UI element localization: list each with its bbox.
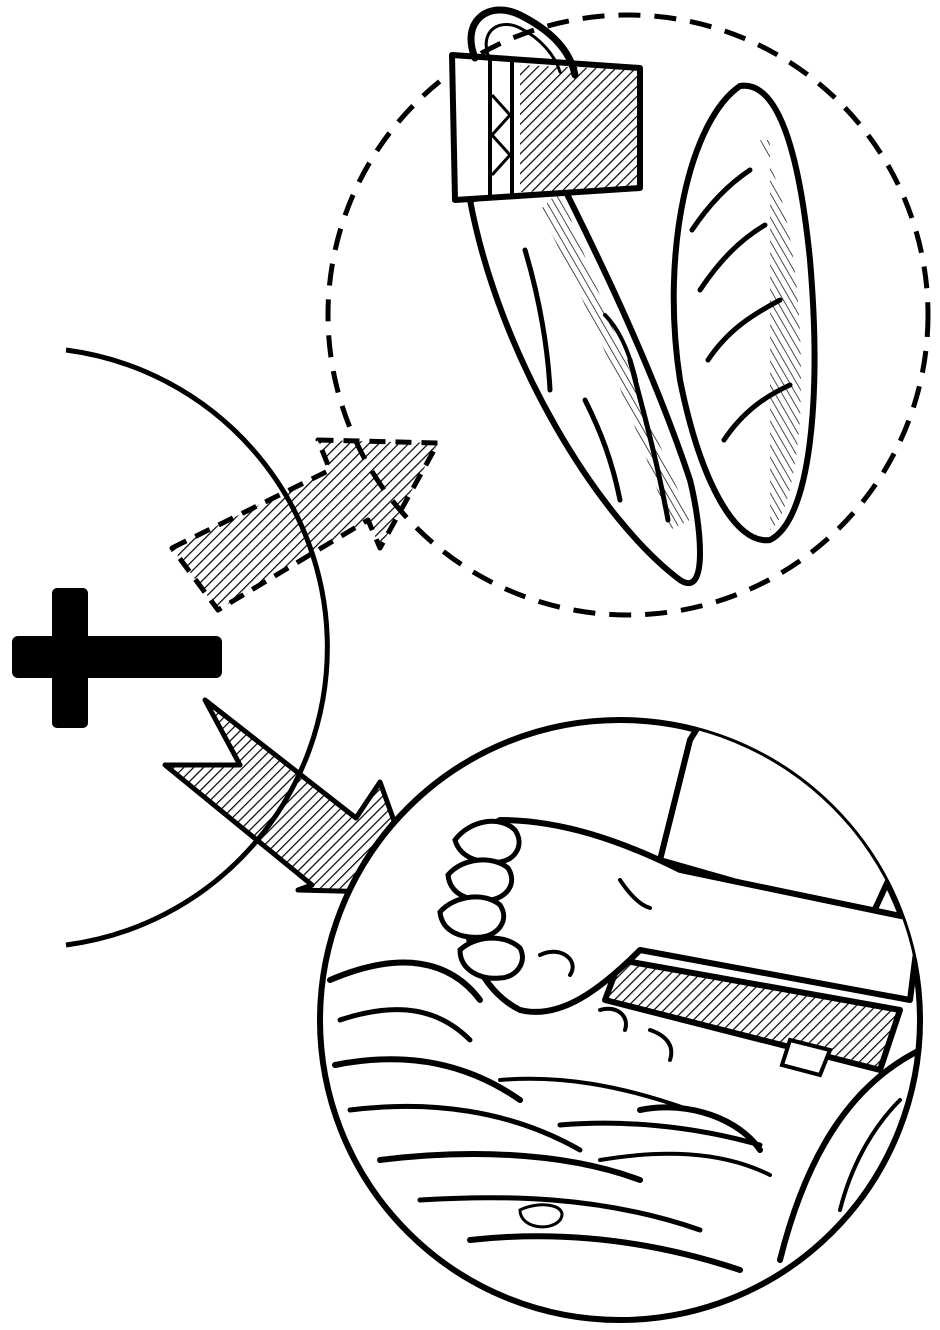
kneading-bubble bbox=[320, 675, 930, 1320]
bread-bubble bbox=[328, 10, 928, 615]
dashed-hatched-arrow-icon bbox=[172, 440, 438, 610]
plus-icon bbox=[12, 588, 222, 728]
baguettes-icon bbox=[452, 10, 814, 583]
